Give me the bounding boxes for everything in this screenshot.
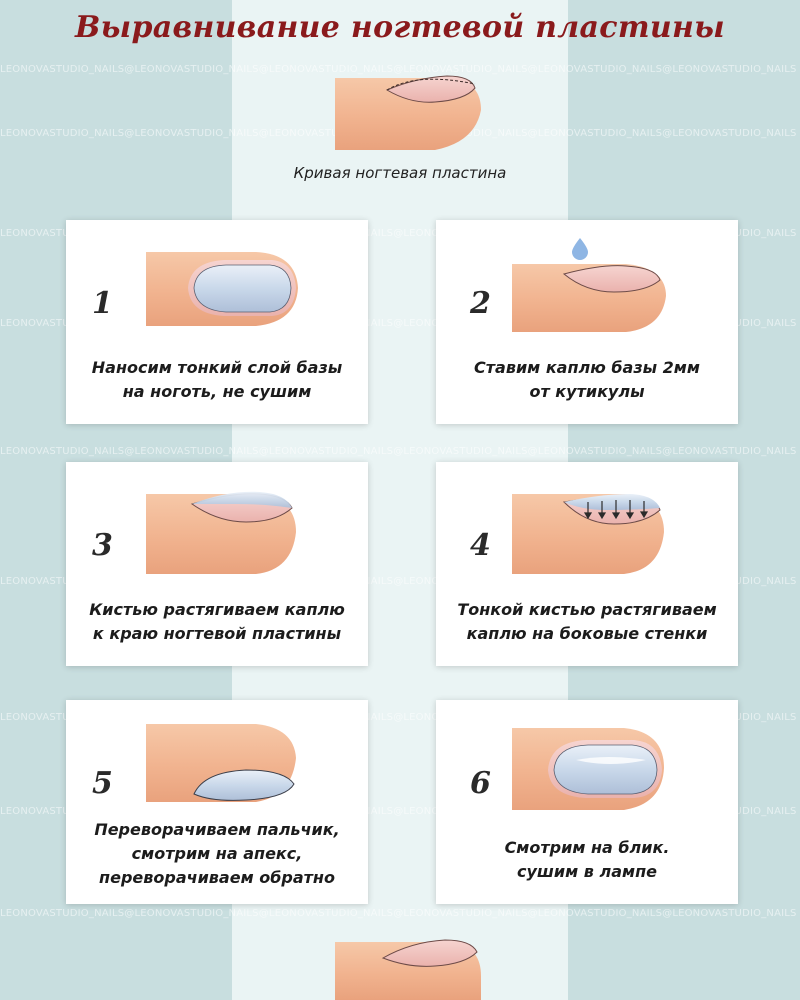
step-card-1: 1 Наносим тонкий слой базы на ноготь, не… (66, 220, 368, 424)
step-card-3: 3 Кистью растягиваем каплю к краю ногтев… (66, 462, 368, 666)
step-text: Переворачиваем пальчик, смотрим на апекс… (94, 820, 340, 887)
gloss-highlight (576, 757, 646, 764)
step-number: 1 (92, 286, 113, 321)
step-number: 3 (92, 528, 113, 563)
step-text: Ставим каплю базы 2мм от кутикулы (474, 358, 700, 401)
watermark-row: LEONOVASTUDIO_NAILS@LEONOVASTUDIO_NAILS@… (0, 576, 797, 587)
watermark-row: LEONOVASTUDIO_NAILS@LEONOVASTUDIO_NAILS@… (0, 806, 797, 817)
step-1-illustration (146, 252, 298, 326)
watermark-row: LEONOVASTUDIO_NAILS@LEONOVASTUDIO_NAILS@… (0, 64, 797, 75)
curved-nail-illustration (335, 75, 481, 150)
step-2-illustration (512, 238, 666, 332)
step-5-illustration (146, 724, 296, 802)
page-title: Выравнивание ногтевой пластины (74, 10, 725, 45)
step-text: Кистью растягиваем каплю к краю ногтевой… (89, 600, 345, 643)
watermark-row: LEONOVASTUDIO_NAILS@LEONOVASTUDIO_NAILS@… (0, 318, 797, 329)
step-card-4: 4 Тонкой кистью растягиваем каплю на бок… (436, 462, 738, 666)
drop-icon (572, 238, 588, 260)
watermark-row: LEONOVASTUDIO_NAILS@LEONOVASTUDIO_NAILS@… (0, 712, 797, 723)
top-caption: Кривая ногтевая пластина (293, 164, 507, 182)
arrow-icons (583, 500, 649, 520)
step-number: 5 (92, 766, 113, 801)
step-3-illustration (146, 491, 296, 574)
step-number: 6 (470, 766, 491, 801)
watermark-row: LEONOVASTUDIO_NAILS@LEONOVASTUDIO_NAILS@… (0, 228, 797, 239)
step-card-5: 5 Переворачиваем пальчик, смотрим на апе… (66, 700, 368, 904)
step-6-illustration (512, 728, 664, 810)
step-text: Наносим тонкий слой базы на ноготь, не с… (91, 358, 343, 401)
step-4-illustration (512, 494, 664, 574)
step-card-2: 2 Ставим каплю базы 2мм от кутикулы (436, 220, 738, 424)
step-text: Смотрим на блик. сушим в лампе (504, 838, 670, 881)
result-nail-illustration (335, 939, 481, 1000)
step-number: 4 (470, 528, 491, 563)
step-number: 2 (470, 286, 491, 321)
watermark-row: LEONOVASTUDIO_NAILS@LEONOVASTUDIO_NAILS@… (0, 446, 797, 457)
watermark-row: LEONOVASTUDIO_NAILS@LEONOVASTUDIO_NAILS@… (0, 908, 797, 919)
step-card-6: 6 Смотрим на блик. сушим в лампе (436, 700, 738, 904)
step-text: Тонкой кистью растягиваем каплю на боков… (457, 600, 717, 643)
